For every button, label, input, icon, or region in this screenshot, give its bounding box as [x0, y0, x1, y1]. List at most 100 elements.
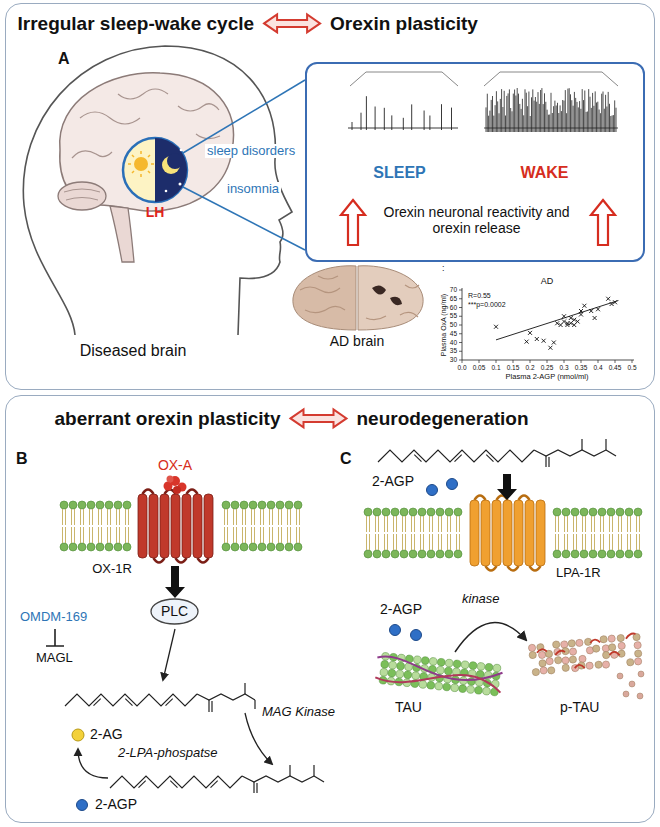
molecule-label: 2-AGP: [95, 797, 137, 812]
scatter-plot: [559, 323, 563, 327]
brain-drawing: [64, 189, 100, 200]
receptor-label: LPA-1R: [556, 566, 601, 580]
tick-label: 0.4: [593, 364, 602, 371]
scatter-plot: [459, 288, 634, 363]
cell-membrane: [249, 543, 257, 551]
cell-membrane: [123, 501, 131, 509]
day-night-circle: [180, 149, 183, 152]
block-arrow: [165, 474, 517, 598]
cell-membrane: [400, 550, 408, 558]
cell-membrane: [231, 501, 239, 509]
microtubule: [419, 680, 427, 688]
microtubule: [595, 661, 603, 669]
microtubule: [634, 657, 642, 665]
region-label: LH: [146, 205, 165, 220]
cell-membrane: [87, 501, 95, 509]
panel-heading: neurodegeneration: [356, 408, 528, 430]
panel-frame: PLCaberrant orexin plasticityneurodegene…: [5, 395, 655, 823]
lipid-molecule: [244, 683, 245, 694]
microtubule: [453, 660, 461, 668]
tick-label: 0.2: [525, 364, 534, 371]
scatter-plot: [565, 321, 569, 325]
day-night-circle: [128, 151, 154, 177]
cell-membrane: [536, 500, 545, 566]
lipid-molecule: [253, 782, 254, 793]
microtubule: [540, 666, 548, 674]
reaction-arrow: [455, 623, 526, 652]
block-arrow: [497, 474, 517, 500]
microtubule: [413, 656, 421, 664]
scatter-plot: [548, 346, 552, 350]
cell-membrane: [525, 500, 534, 566]
cell-membrane: [198, 558, 209, 563]
cell-membrane: [470, 500, 479, 566]
microtubule: [380, 668, 388, 676]
day-night-circle: [155, 138, 187, 202]
microtubule: [560, 641, 568, 649]
recording-trace: [484, 88, 618, 132]
cell-membrane: [222, 501, 230, 509]
tick-label: 70: [450, 286, 457, 293]
scatter-plot: [459, 290, 632, 363]
cell-membrane: [565, 516, 568, 550]
cell-membrane: [63, 509, 66, 543]
recording-trace: [348, 72, 618, 132]
microtubule: [608, 643, 616, 651]
head-profile: [23, 46, 292, 335]
scatter-plot: [535, 337, 539, 341]
messenger-dot: [427, 485, 438, 496]
figure-caption: Diseased brain: [80, 342, 187, 360]
microtubule: [477, 662, 485, 670]
plot-title: AD: [541, 277, 554, 287]
microtubule: [466, 685, 474, 693]
cell-membrane: [276, 543, 284, 551]
cell-membrane: [96, 501, 104, 509]
cell-membrane: [508, 566, 519, 571]
lipid-molecule: [94, 699, 101, 706]
cell-membrane: [276, 501, 284, 509]
leader-line: [183, 80, 305, 250]
microtubule: [568, 639, 576, 647]
cell-membrane: [171, 494, 180, 558]
microtubule: [482, 687, 490, 695]
cell-membrane: [427, 508, 435, 516]
cell-membrane: [267, 543, 275, 551]
brain-photo: [366, 285, 419, 320]
tick-label: 65: [450, 295, 457, 302]
microtubule: [623, 691, 629, 697]
microtubule: [552, 641, 560, 649]
microtubule: [436, 666, 444, 674]
tick-label: 0.35: [575, 364, 588, 371]
cell-membrane: [409, 550, 417, 558]
cell-membrane: [81, 509, 84, 543]
reaction-arrow: [163, 629, 175, 680]
microtubule: [485, 663, 493, 671]
brain-photo: [372, 285, 386, 294]
tick-label: 45: [450, 330, 457, 337]
cell-membrane: [519, 496, 530, 501]
lipid-molecule: [289, 765, 290, 776]
scatter-plot: [593, 316, 597, 320]
cell-membrane: [294, 543, 302, 551]
cell-membrane: [571, 550, 579, 558]
day-night-circle: [123, 138, 187, 202]
messenger-dot: [72, 729, 84, 741]
cell-membrane: [261, 509, 264, 543]
up-arrow: [341, 200, 615, 245]
lipid-molecule: [211, 701, 212, 712]
microtubule: [626, 658, 634, 666]
cell-membrane: [364, 508, 372, 516]
microtubule: [638, 671, 644, 677]
lipid-molecule: [313, 765, 314, 776]
cell-membrane: [60, 490, 642, 571]
microtubule: [528, 644, 536, 652]
brain-drawing: [178, 104, 219, 111]
lipid-molecule: [545, 456, 546, 467]
microtubule: [375, 632, 644, 699]
condition-label: insomnia: [225, 182, 281, 196]
molecule-label: 2-AG: [90, 727, 123, 742]
cell-membrane: [60, 543, 68, 551]
cell-membrane: [412, 516, 415, 550]
tick-label: 40: [450, 339, 457, 346]
